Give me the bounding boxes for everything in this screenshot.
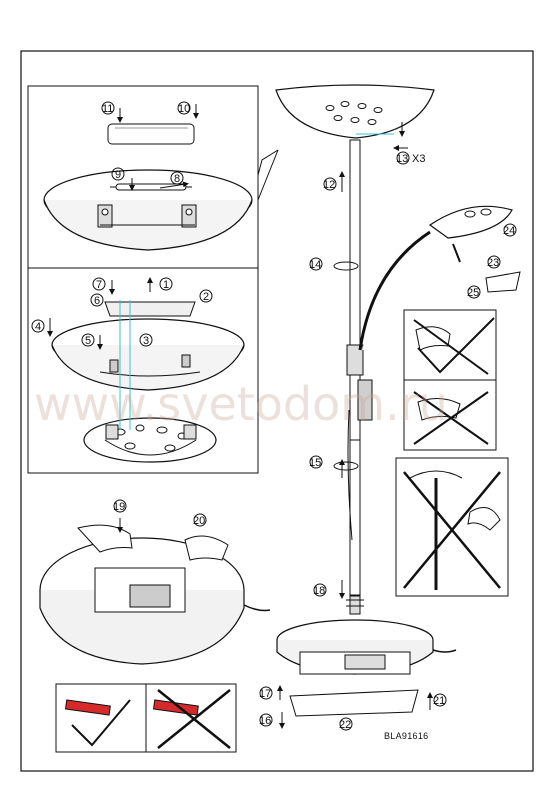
step-20: 20 (193, 513, 207, 527)
svg-text:15: 15 (309, 457, 321, 469)
floor-lamp: 13 X3 12 14 24 23 25 15 18 (259, 84, 521, 731)
bowl-shade (43, 169, 253, 251)
svg-text:24: 24 (503, 225, 515, 237)
glass-sleeve (107, 123, 195, 145)
svg-text:20: 20 (193, 515, 205, 527)
svg-text:25: 25 (467, 287, 479, 299)
svg-text:13: 13 (396, 153, 408, 165)
svg-text:22: 22 (339, 719, 351, 731)
tool-usage-panels (55, 683, 237, 753)
svg-text:17: 17 (259, 688, 271, 700)
step-21: 21 (433, 693, 447, 707)
step-25: 25 (467, 285, 481, 299)
step-24: 24 (503, 223, 517, 237)
lamp-holders (97, 204, 197, 228)
svg-text:18: 18 (313, 585, 325, 597)
step-15: 15 (309, 455, 323, 469)
svg-text:1: 1 (163, 279, 169, 291)
step-5: 5 (81, 333, 95, 347)
svg-text:3: 3 (143, 335, 149, 347)
svg-text:19: 19 (113, 501, 125, 513)
step-7: 7 (92, 277, 106, 291)
step-12: 12 (323, 177, 337, 191)
step-17: 17 (259, 686, 273, 700)
step-18: 18 (313, 583, 327, 597)
svg-text:8: 8 (174, 173, 180, 185)
svg-text:16: 16 (259, 715, 271, 727)
watermark: www.svetodom.ru (34, 377, 448, 431)
step-9: 9 (111, 167, 125, 181)
step-14: 14 (309, 257, 323, 271)
screw-quantity: X3 (412, 153, 425, 165)
step-22: 22 (339, 717, 353, 731)
step-13: 13 (396, 151, 410, 165)
svg-text:12: 12 (323, 179, 335, 191)
step-16: 16 (259, 713, 273, 727)
svg-text:11: 11 (102, 103, 113, 115)
svg-text:23: 23 (487, 257, 499, 269)
step-11: 11 (101, 101, 115, 115)
warning-panels (395, 309, 509, 597)
svg-text:6: 6 (94, 295, 100, 307)
step-4: 4 (31, 319, 45, 333)
base-wiring-illustration: 19 20 (39, 499, 271, 665)
svg-text:5: 5 (85, 335, 91, 347)
svg-text:7: 7 (96, 279, 102, 291)
step-3: 3 (139, 333, 153, 347)
svg-text:14: 14 (309, 259, 321, 271)
svg-text:9: 9 (115, 169, 121, 181)
document-code: BLA91616 (384, 731, 428, 741)
step-6: 6 (90, 293, 104, 307)
svg-text:10: 10 (178, 103, 190, 115)
step-10: 10 (177, 101, 191, 115)
step-2: 2 (199, 289, 213, 303)
page-border (20, 50, 534, 772)
svg-text:21: 21 (433, 695, 445, 707)
step-19: 19 (113, 499, 127, 513)
perforated-reflector (83, 417, 217, 463)
step-8: 8 (170, 171, 184, 185)
panel-bulb-replacement: 11 10 9 8 (27, 85, 279, 269)
step-1: 1 (159, 277, 173, 291)
step-23: 23 (487, 255, 501, 269)
svg-text:4: 4 (35, 321, 41, 333)
svg-text:2: 2 (203, 291, 209, 303)
panel-bowl-removal: 7 1 6 2 4 5 3 (27, 267, 259, 474)
